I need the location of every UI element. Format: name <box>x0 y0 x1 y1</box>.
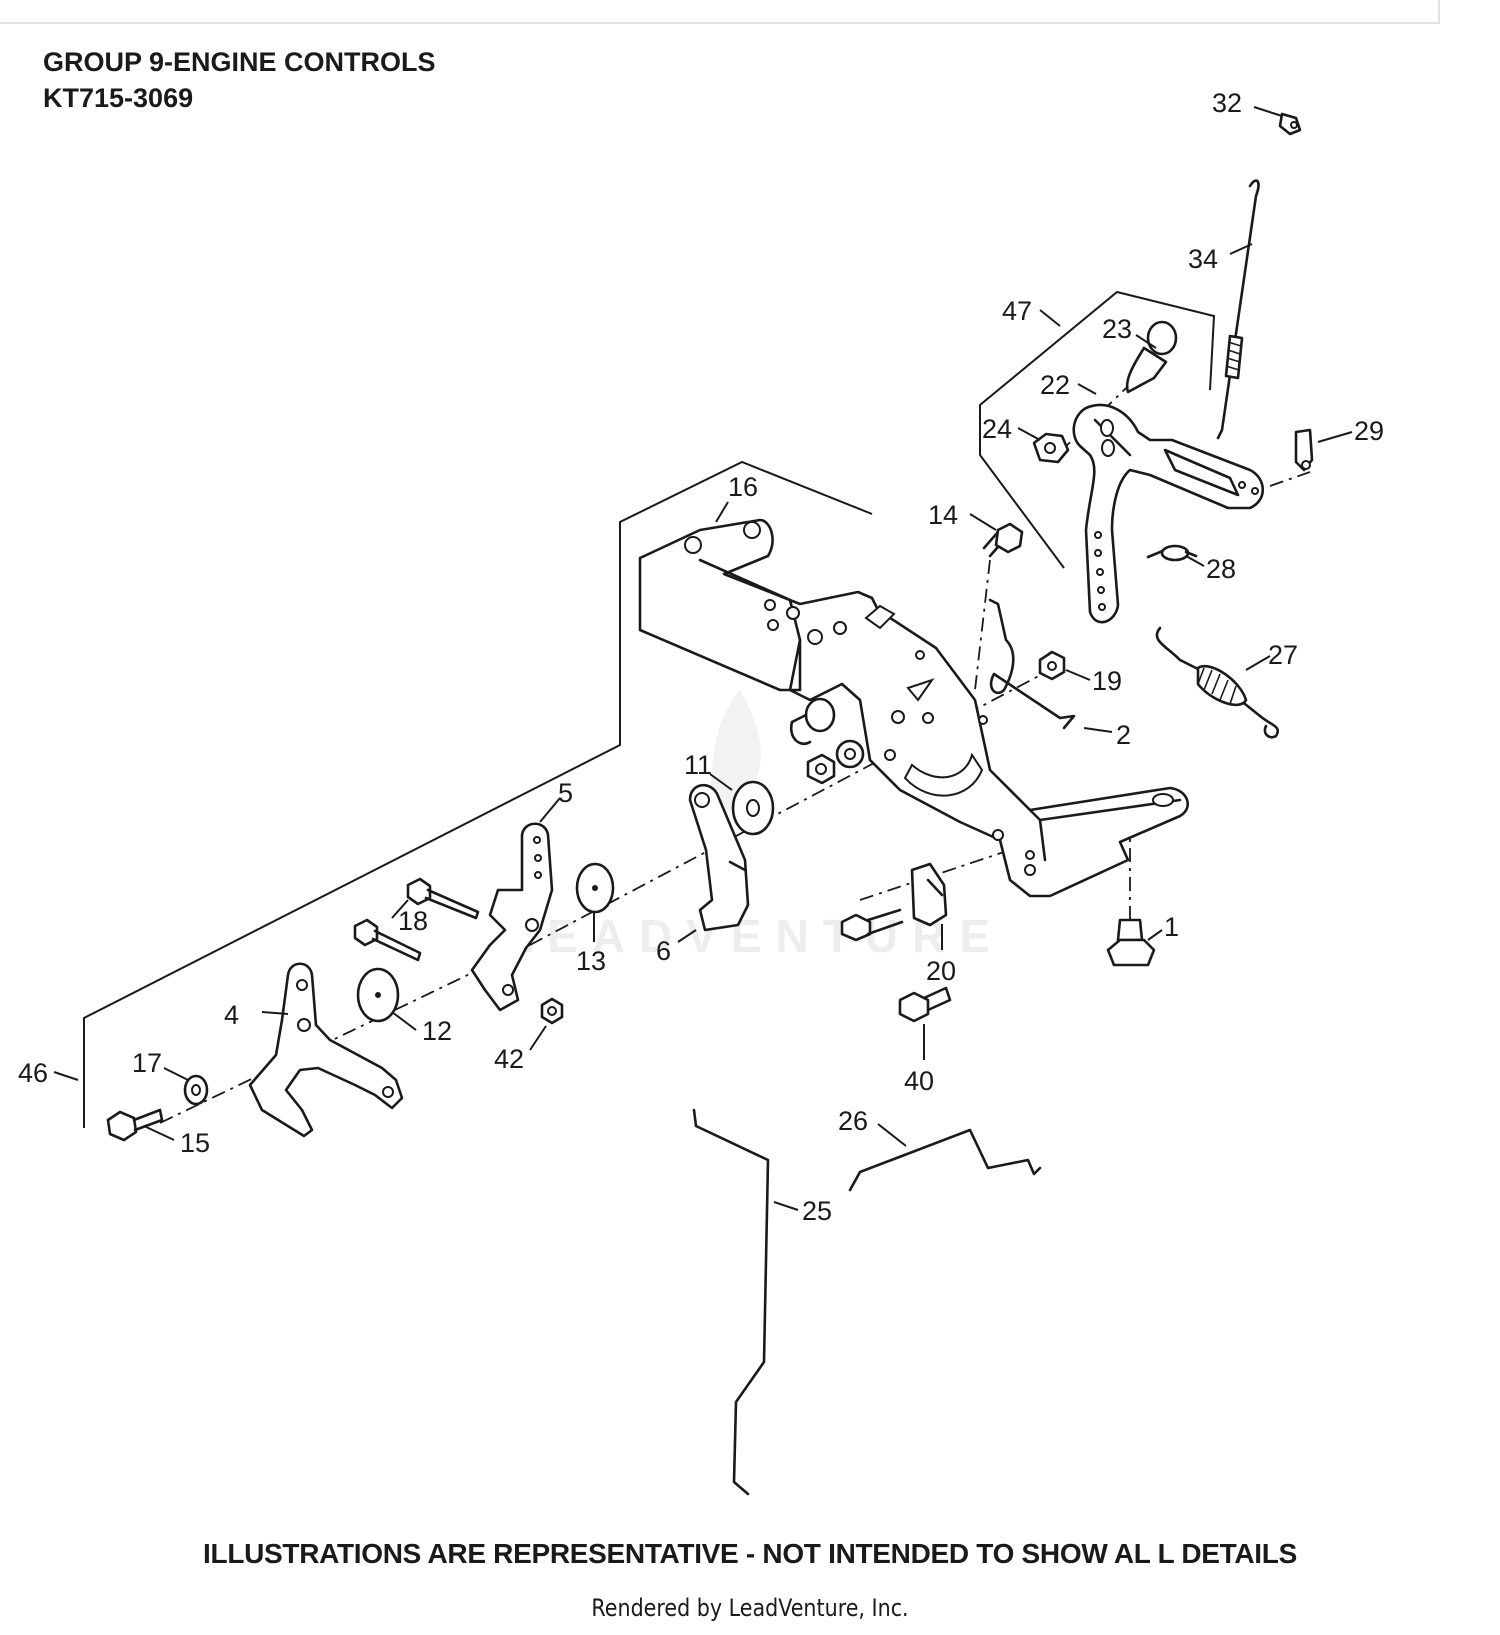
viewer-frame <box>0 0 1440 24</box>
callout-15: 15 <box>180 1128 210 1158</box>
bolt-14 <box>982 522 1024 558</box>
callout-46: 46 <box>18 1058 48 1088</box>
watermark: LEADVENTURE <box>505 910 1004 962</box>
shoulder-bolt-1 <box>1106 918 1156 967</box>
callout-47: 47 <box>1002 296 1032 326</box>
lever-4 <box>248 962 404 1138</box>
spring-26 <box>1155 626 1280 739</box>
callout-1: 1 <box>1164 912 1179 942</box>
washer-12 <box>356 967 400 1023</box>
callout-25: 25 <box>802 1196 832 1226</box>
control-bracket-16 <box>638 518 1190 898</box>
callout-27: 28 <box>1206 554 1236 584</box>
callout-19: 19 <box>1092 666 1122 696</box>
leader-lines <box>53 106 1353 1211</box>
nut-24 <box>1032 432 1070 464</box>
callout-24: 24 <box>982 414 1012 444</box>
nut-42 <box>540 997 564 1025</box>
diagram-title-block: GROUP 9-ENGINE CONTROLS KT715-3069 <box>43 44 436 116</box>
cable-clamp-20 <box>840 862 948 942</box>
bolt-18b <box>353 918 422 962</box>
callout-17: 17 <box>132 1048 162 1078</box>
callout-4: 4 <box>224 1000 239 1030</box>
washer-13 <box>575 862 615 914</box>
callout-2: 2 <box>1116 720 1131 750</box>
spring-2 <box>988 598 1076 730</box>
callout-34: 26 <box>838 1106 868 1136</box>
bolt-18a <box>406 877 480 920</box>
callout-18: 18 <box>398 906 428 936</box>
callout-28: 32 <box>1212 88 1242 118</box>
callout-29: 29 <box>1354 416 1384 446</box>
model-number: KT715-3069 <box>43 83 194 113</box>
axis-line-lower <box>159 944 531 1124</box>
callout-5: 5 <box>558 778 573 808</box>
throttle-lever-6 <box>688 783 750 932</box>
callout-6: 6 <box>656 936 671 966</box>
control-lever-47 <box>1072 403 1265 624</box>
callout-13: 13 <box>576 946 606 976</box>
bushing <box>789 697 865 769</box>
group-bracket-46 <box>83 460 873 1128</box>
exploded-parts-diagram: LEADVENTURE <box>18 88 1384 1496</box>
axis-line-clip-29 <box>1269 471 1311 487</box>
callout-20: 20 <box>926 956 956 986</box>
rod-32 <box>1216 179 1260 440</box>
rod-34 <box>848 1128 1042 1192</box>
clip-28 <box>1278 112 1302 136</box>
render-credit: Rendered by LeadVenture, Inc. <box>591 1594 909 1622</box>
callout-12: 12 <box>422 1016 452 1046</box>
callout-23: 23 <box>1102 314 1132 344</box>
callout-32: 34 <box>1188 244 1218 274</box>
washer-11 <box>731 780 775 836</box>
callout-22: 22 <box>1040 370 1070 400</box>
axis-line-main <box>529 669 1051 946</box>
clip-29 <box>1294 428 1314 472</box>
washer-17 <box>183 1074 209 1106</box>
bolt-40 <box>898 986 952 1023</box>
rod-25 <box>692 1108 770 1496</box>
callout-16: 16 <box>728 472 758 502</box>
lock-nut <box>806 753 836 785</box>
lever-5 <box>470 822 554 1012</box>
nut-19 <box>1038 650 1066 681</box>
axis-line-bolt-14 <box>974 559 991 691</box>
group-bracket-47 <box>979 290 1216 569</box>
callout-14: 14 <box>928 500 958 530</box>
spring-27 <box>1146 544 1198 562</box>
disclaimer-note: ILLUSTRATIONS ARE REPRESENTATIVE - NOT I… <box>203 1538 1297 1569</box>
group-title: GROUP 9-ENGINE CONTROLS <box>43 47 436 77</box>
callout-40: 40 <box>904 1066 934 1096</box>
bolt-15 <box>106 1108 164 1142</box>
callout-11: 11 <box>684 750 712 780</box>
callout-42: 42 <box>494 1044 524 1074</box>
knob-23 <box>1125 320 1178 394</box>
callout-26: 27 <box>1268 640 1298 670</box>
callout-labels: 32 34 47 23 22 24 29 16 14 28 27 19 2 11… <box>18 88 1384 1226</box>
